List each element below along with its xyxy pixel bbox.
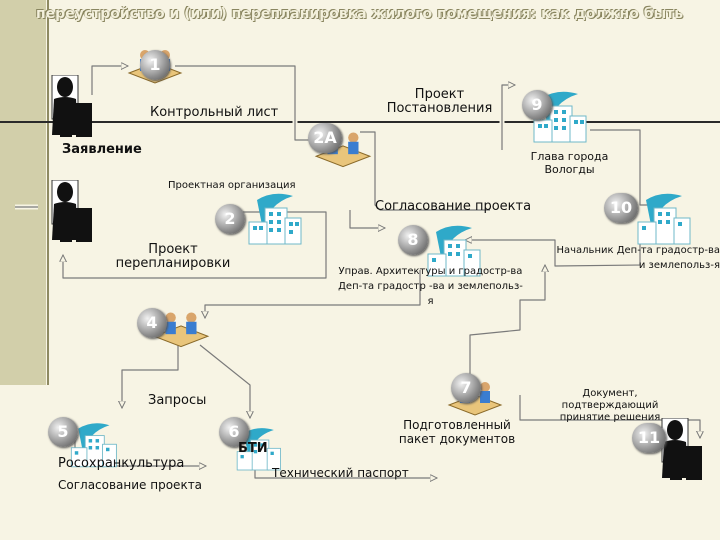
control-sheet-label: Контрольный лист bbox=[150, 105, 279, 120]
requests-label: Запросы bbox=[148, 393, 207, 408]
applicant-person-icon bbox=[51, 75, 92, 137]
step-5-marker: 5 bbox=[48, 417, 78, 447]
architecture-dept-building-icon bbox=[427, 225, 481, 277]
step-11-marker: 11 bbox=[632, 423, 666, 453]
mayor-label: Глава города Вологды bbox=[530, 150, 609, 176]
application-label: Заявление bbox=[62, 142, 142, 157]
recipient-person-icon bbox=[661, 418, 702, 480]
rosokhrankultura-building-icon bbox=[70, 423, 117, 468]
decision-document-label: Документ, подтверждающий принятие решени… bbox=[559, 388, 661, 423]
meeting-desk-4-icon bbox=[152, 312, 210, 348]
prepared-package-label: Подготовленный пакет документов bbox=[398, 418, 516, 446]
step-2a-marker: 2А bbox=[308, 123, 342, 153]
culture-approval-label: Согласование проекта bbox=[58, 478, 203, 492]
replanning-project-label: Проект перепланировки bbox=[115, 242, 231, 271]
step-2-marker: 2 bbox=[215, 204, 245, 234]
rosokhrankultura-label: Росохранкультура bbox=[58, 456, 185, 471]
project-approval-label: Согласование проекта bbox=[375, 199, 532, 214]
header-divider-line bbox=[0, 121, 720, 123]
dept-head-building-icon bbox=[637, 193, 691, 245]
step-6-marker: 6 bbox=[219, 417, 249, 447]
step-7-marker: 7 bbox=[451, 373, 481, 403]
bti-building-icon bbox=[236, 428, 281, 471]
left-sidebar-band bbox=[0, 0, 46, 385]
step-10-marker: 10 bbox=[604, 193, 638, 223]
project-resolution-label: Проект Постановления bbox=[386, 87, 493, 116]
step-1-marker: 1 bbox=[140, 50, 170, 80]
sidebar-border bbox=[47, 0, 49, 385]
design-org-building-icon bbox=[248, 193, 302, 245]
step-8-marker: 8 bbox=[398, 225, 428, 255]
arch-dept-label: Управ. Архитектуры и градостр-ва Деп-та … bbox=[338, 266, 523, 307]
diagram-title: переустройство и (или) перепланировка жи… bbox=[36, 6, 684, 22]
design-org-label: Проектная организация bbox=[168, 180, 296, 191]
step-9-marker: 9 bbox=[522, 90, 552, 120]
bti-label: БТИ bbox=[238, 441, 268, 456]
dept-head-label: Начальник Деп-та градостр-ва и землеполь… bbox=[556, 245, 720, 271]
designer-person-icon bbox=[51, 180, 92, 242]
tech-passport-label: Технический паспорт bbox=[272, 466, 409, 480]
step-4-marker: 4 bbox=[137, 308, 167, 338]
